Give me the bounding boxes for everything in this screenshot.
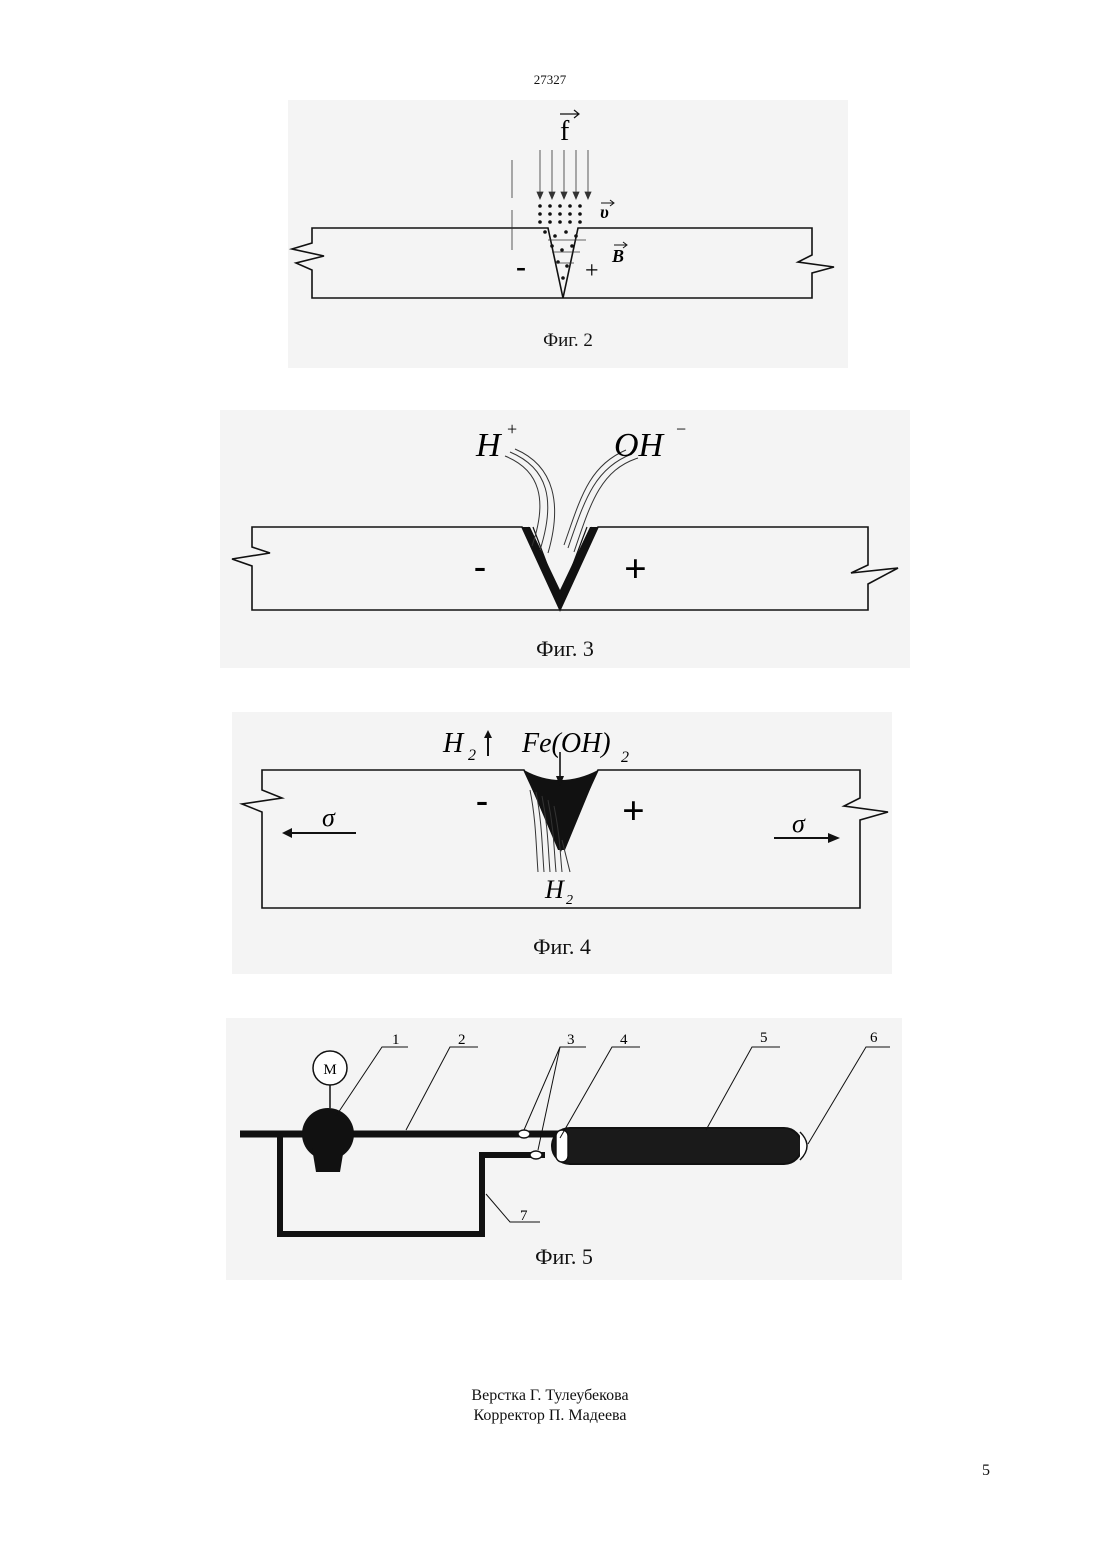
proof-credit: Корректор П. Мадеева [0, 1406, 1100, 1426]
sigma-left-label: σ [322, 803, 336, 832]
h-ion-label: H [475, 427, 503, 464]
callout-7: 7 [520, 1208, 528, 1224]
h2-bottom-label: H [544, 875, 565, 904]
figure-2-caption: Фиг. 2 [288, 330, 848, 352]
force-label: f [560, 116, 570, 147]
sigma-right-label: σ [792, 809, 806, 838]
motor-label: M [323, 1062, 336, 1078]
callout-4: 4 [620, 1032, 628, 1048]
oh-ion-superscript: − [676, 419, 686, 439]
h-ion-superscript: + [507, 419, 517, 439]
figure-5: M 1 2 3 4 5 6 7 Фиг. 5 [226, 1018, 902, 1280]
minus-sign: - [476, 780, 488, 820]
figure-5-caption: Фиг. 5 [226, 1244, 902, 1270]
callout-3: 3 [567, 1032, 575, 1048]
h2-bottom-subscript: 2 [566, 893, 573, 908]
figure-4-caption: Фиг. 4 [232, 934, 892, 960]
tube-specimen [552, 1128, 802, 1164]
h2-gas-subscript: 2 [468, 747, 476, 764]
figure-2-drawing: f υ B - + [288, 100, 848, 368]
page-number: 5 [982, 1462, 990, 1480]
credits-block: Верстка Г. Тулеубекова Корректор П. Маде… [0, 1386, 1100, 1426]
figure-5-drawing: M 1 2 3 4 5 6 7 [226, 1018, 902, 1280]
figure-4: H 2 Fe(OH) 2 σ σ - + H 2 Фиг. 4 [232, 712, 892, 974]
field-label: B [611, 246, 624, 266]
feoh-label: Fe(OH) [521, 728, 611, 759]
h2-gas-label: H [442, 728, 465, 759]
callout-6: 6 [870, 1030, 878, 1046]
figure-3-drawing: H + OH − - + [220, 410, 910, 668]
figure-2: f υ B - + Фиг. 2 [288, 100, 848, 368]
layout-credit: Верстка Г. Тулеубекова [0, 1386, 1100, 1406]
callout-5: 5 [760, 1030, 768, 1046]
figure-3: H + OH − - + Фиг. 3 [220, 410, 910, 668]
plus-sign: + [585, 258, 599, 284]
figure-3-caption: Фиг. 3 [220, 636, 910, 662]
callout-2: 2 [458, 1032, 466, 1048]
oh-ion-label: OH [614, 427, 666, 464]
document-number: 27327 [0, 72, 1100, 88]
feoh-subscript: 2 [621, 749, 629, 766]
plus-sign: + [622, 788, 645, 833]
callout-1: 1 [392, 1032, 400, 1048]
velocity-label: υ [600, 202, 609, 222]
minus-sign: - [516, 250, 526, 283]
plus-sign: + [624, 546, 647, 591]
minus-sign: - [474, 546, 486, 586]
